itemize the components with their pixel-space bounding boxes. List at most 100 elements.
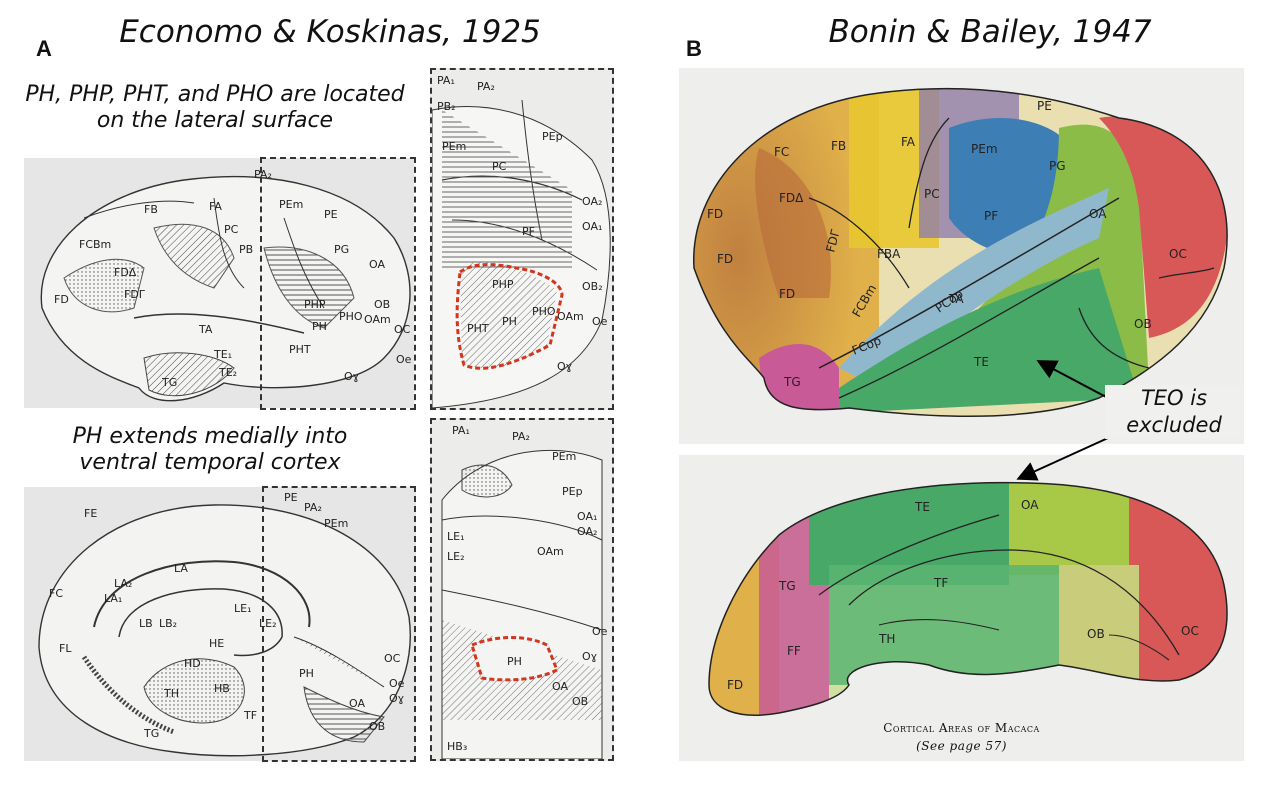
panel-a-caption-bottom: PH extends medially into ventral tempora… bbox=[10, 424, 410, 476]
panel-b-title: Bonin & Bailey, 1947 bbox=[828, 14, 1152, 50]
mzoom-label-le2: LE₂ bbox=[447, 550, 465, 563]
medial-label-lb2: LB₂ bbox=[159, 617, 177, 630]
lateral-zoom-drawing: PA₁ PA₂ PB₂ PEm PC PEp PF PHP PHT PH PHO… bbox=[432, 74, 611, 408]
bonin-med-label-oc: OC bbox=[1181, 624, 1199, 638]
lzoom-label-ph: PH bbox=[502, 315, 517, 328]
lzoom-label-pf: PF bbox=[522, 225, 535, 238]
medial-label-pa2: PA₂ bbox=[304, 501, 322, 514]
lateral-label-pg: PG bbox=[334, 243, 349, 256]
panel-a-title: Economo & Koskinas, 1925 bbox=[119, 14, 541, 50]
lzoom-label-pem: PEm bbox=[442, 140, 466, 153]
medial-label-th: TH bbox=[163, 687, 179, 700]
bonin-lat-label-pf: PF bbox=[984, 209, 998, 223]
lateral-label-php: PHP bbox=[304, 298, 326, 311]
lateral-label-ob: OB bbox=[374, 298, 390, 311]
lateral-label-pho: PHO bbox=[339, 310, 363, 323]
medial-label-lb: LB bbox=[139, 617, 153, 630]
lateral-label-fd-delta: FDΔ bbox=[114, 266, 137, 279]
caption-top-line-2: on the lateral surface bbox=[96, 108, 334, 133]
lateral-label-fb: FB bbox=[144, 203, 158, 216]
lateral-label-te1: TE₁ bbox=[213, 348, 232, 361]
medial-label-oa: OA bbox=[349, 697, 365, 710]
mzoom-label-o-gamma: Oɣ bbox=[582, 650, 598, 663]
lateral-label-fd: FD bbox=[54, 293, 69, 306]
lzoom-label-pht: PHT bbox=[467, 322, 489, 335]
lateral-label-oe: Oe bbox=[396, 353, 412, 366]
medial-label-oe: Oe bbox=[389, 677, 405, 690]
lateral-label-pb: PB bbox=[239, 243, 253, 256]
lateral-label-fcbm: FCBm bbox=[79, 238, 111, 251]
medial-label-ph: PH bbox=[299, 667, 314, 680]
bonin-lat-label-fd-3: FD bbox=[779, 287, 795, 301]
bonin-lat-label-pc: PC bbox=[924, 187, 940, 201]
medial-zoom-drawing: PA₁ PA₂ PEm PEp LE₁ LE₂ OA₁ OA₂ OAm PH O… bbox=[441, 424, 608, 759]
lzoom-label-pa2: PA₂ bbox=[477, 80, 495, 93]
panel-a-letter: A bbox=[36, 36, 52, 61]
lateral-label-tg: TG bbox=[161, 376, 177, 389]
lateral-label-pem: PEm bbox=[279, 198, 303, 211]
bonin-med-label-th: TH bbox=[878, 632, 895, 646]
lzoom-label-oe: Oe bbox=[592, 315, 608, 328]
medial-label-fe: FE bbox=[84, 507, 97, 520]
mzoom-label-le1: LE₁ bbox=[447, 530, 465, 543]
plate-caption: Cortical Areas of Macaca bbox=[883, 721, 1040, 735]
caption-top-line-1: PH, PHP, PHT, and PHO are located bbox=[25, 82, 405, 107]
mzoom-label-oam: OAm bbox=[537, 545, 564, 558]
mzoom-label-oe: Oe bbox=[592, 625, 608, 638]
lateral-label-te2: TE₂ bbox=[218, 366, 237, 379]
medial-label-fc: FC bbox=[49, 587, 63, 600]
lzoom-label-pb2: PB₂ bbox=[437, 100, 456, 113]
economo-lateral-brain-plate: FD FCBm FB FA FDΔ FDΓ PA₂ PB PC PE PEm P… bbox=[24, 158, 414, 408]
bonin-lat-label-fd-2: FD bbox=[717, 252, 733, 266]
ph-highlight-lateral-outline bbox=[455, 263, 564, 370]
bonin-lat-label-pem: PEm bbox=[971, 142, 998, 156]
teo-line-1: TEO is bbox=[1140, 386, 1208, 410]
lzoom-label-pep: PEp bbox=[542, 130, 563, 143]
medial-brain-drawing: FE FC FL LA LA₁ LA₂ LB LB₂ LE₁ LE₂ HD HE… bbox=[38, 491, 411, 757]
lzoom-label-oam: OAm bbox=[557, 310, 584, 323]
lateral-label-pa2: PA₂ bbox=[254, 168, 272, 181]
bonin-lateral-colored-plate: FD FD FD FC FB FA FDΔ FDΓ FBA FCBm FCop … bbox=[679, 68, 1244, 444]
mzoom-label-ph: PH bbox=[507, 655, 522, 668]
lateral-label-fa: FA bbox=[209, 200, 222, 213]
panel-a-caption-top: PH, PHP, PHT, and PHO are located on the… bbox=[10, 82, 420, 134]
lateral-label-oa: OA bbox=[369, 258, 385, 271]
lateral-label-pht: PHT bbox=[289, 343, 311, 356]
bonin-lat-label-fba: FBA bbox=[877, 247, 901, 261]
mzoom-label-oa1: OA₁ bbox=[577, 510, 597, 523]
bonin-lat-label-fd-1: FD bbox=[707, 207, 723, 221]
bonin-medial-colored-plate: TE OA TG TF TH FF FD OB OC Cortical Area… bbox=[679, 455, 1244, 761]
bonin-lat-label-fb: FB bbox=[831, 139, 846, 153]
lzoom-label-oa2: OA₂ bbox=[582, 195, 602, 208]
lzoom-label-o-gamma: Oɣ bbox=[557, 360, 573, 373]
bonin-med-label-tf: TF bbox=[933, 576, 948, 590]
lateral-label-oam: OAm bbox=[364, 313, 391, 326]
bonin-lat-label-fd-gamma: FDΓ bbox=[823, 228, 843, 254]
medial-label-hd: HD bbox=[184, 657, 201, 670]
lateral-label-fd-gamma: FDΓ bbox=[124, 288, 146, 301]
bonin-medial-brain: TE OA TG TF TH FF FD OB OC bbox=[708, 481, 1228, 716]
medial-label-tg: TG bbox=[143, 727, 159, 740]
lateral-zoom-region-outline bbox=[260, 157, 416, 410]
medial-label-pe: PE bbox=[284, 491, 298, 504]
bonin-med-label-ff: FF bbox=[787, 644, 801, 658]
medial-label-hb: HB bbox=[214, 682, 230, 695]
teo-excluded-annotation: TEO is excluded bbox=[1105, 385, 1243, 439]
mzoom-label-oa: OA bbox=[552, 680, 568, 693]
economo-medial-zoom-plate: PA₁ PA₂ PEm PEp LE₁ LE₂ OA₁ OA₂ OAm PH O… bbox=[430, 418, 614, 761]
mzoom-label-oa2: OA₂ bbox=[577, 525, 597, 538]
mzoom-label-pa2: PA₂ bbox=[512, 430, 530, 443]
lateral-label-ta: TA bbox=[198, 323, 213, 336]
medial-label-fl: FL bbox=[59, 642, 72, 655]
mzoom-label-ob: OB bbox=[572, 695, 588, 708]
lateral-brain-drawing: FD FCBm FB FA FDΔ FDΓ PA₂ PB PC PE PEm P… bbox=[40, 168, 412, 402]
medial-label-ob: OB bbox=[369, 720, 385, 733]
bonin-lat-label-fa: FA bbox=[901, 135, 916, 149]
medial-label-la2: LA₂ bbox=[114, 577, 132, 590]
mzoom-label-pep: PEp bbox=[562, 485, 583, 498]
bonin-lat-label-tg: TG bbox=[783, 375, 801, 389]
medial-label-oc: OC bbox=[384, 652, 401, 665]
bonin-med-label-te: TE bbox=[914, 500, 930, 514]
plate-subcaption: (See page 57) bbox=[916, 739, 1007, 753]
mzoom-label-pem: PEm bbox=[552, 450, 576, 463]
